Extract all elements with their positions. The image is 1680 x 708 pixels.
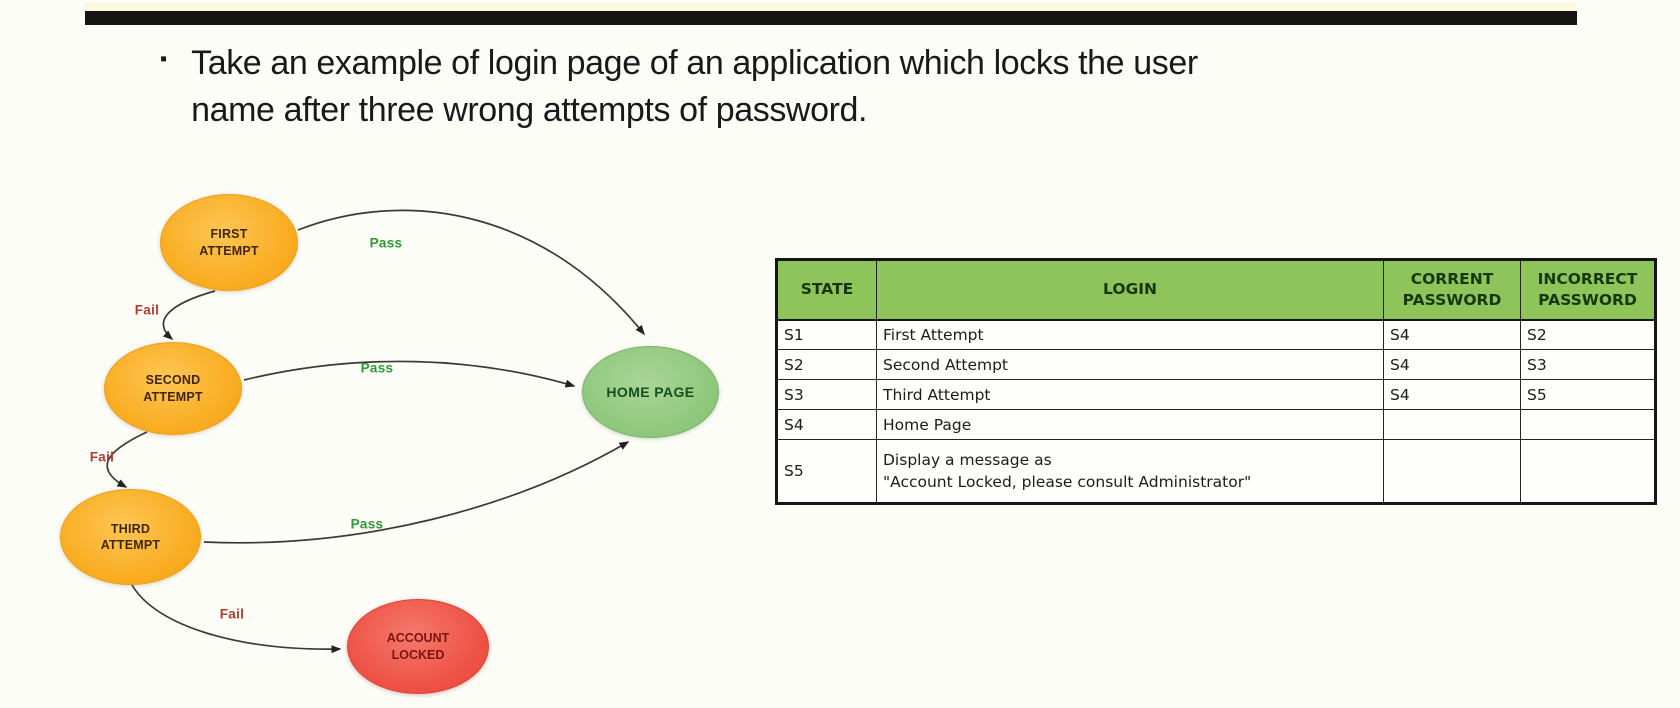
state-node-third-attempt: THIRD ATTEMPT [60, 489, 201, 585]
edge-label-fail-second: Fail [89, 449, 115, 465]
cell-correct-s2: S4 [1383, 349, 1521, 380]
s5-message-line1: Display a message as [883, 450, 1052, 469]
table-header-row: STATE LOGIN CORRENT PASSWORD INCORRECT P… [776, 259, 1656, 321]
edge-label-pass-second: Pass [360, 360, 394, 376]
header-login: LOGIN [876, 259, 1384, 321]
top-dark-bar [85, 11, 1577, 25]
state-node-first-attempt: FIRST ATTEMPT [160, 194, 298, 291]
header-state: STATE [776, 259, 877, 321]
cell-state-s2: S2 [776, 349, 877, 380]
cell-state-s5: S5 [776, 439, 877, 504]
edge-label-fail-first: Fail [134, 302, 160, 318]
cell-correct-s5 [1383, 439, 1521, 504]
cell-correct-s4 [1383, 409, 1521, 440]
cell-state-s1: S1 [776, 319, 877, 350]
cell-incorrect-s4 [1520, 409, 1656, 440]
slide-title: Take an example of login page of an appl… [191, 44, 1198, 129]
state-node-second-attempt: SECOND ATTEMPT [104, 342, 242, 435]
cell-correct-s1: S4 [1383, 319, 1521, 350]
cell-state-s3: S3 [776, 379, 877, 410]
cell-login-s5: Display a message as "Account Locked, pl… [876, 439, 1384, 504]
table-row-s5: S5 Display a message as "Account Locked,… [776, 439, 1656, 504]
table-row-s3: S3 Third Attempt S4 S5 [776, 379, 1656, 410]
cell-login-s1: First Attempt [876, 319, 1384, 350]
slide-title-block: ▪ Take an example of login page of an ap… [160, 40, 1560, 134]
top-cream-strip [85, 2, 1577, 11]
header-correct-password: CORRENT PASSWORD [1383, 259, 1521, 321]
cell-login-s3: Third Attempt [876, 379, 1384, 410]
arrow-first-to-home-pass [297, 209, 645, 336]
edge-label-pass-third: Pass [350, 516, 384, 532]
state-node-home-page: HOME PAGE [582, 346, 719, 438]
header-incorrect-password: INCORRECT PASSWORD [1520, 259, 1656, 321]
edge-label-pass-first: Pass [369, 235, 403, 251]
state-node-account-locked: ACCOUNT LOCKED [347, 599, 489, 694]
state-transition-table: STATE LOGIN CORRENT PASSWORD INCORRECT P… [775, 258, 1657, 505]
cell-incorrect-s3: S5 [1520, 379, 1656, 410]
cell-correct-s3: S4 [1383, 379, 1521, 410]
table-row-s2: S2 Second Attempt S4 S3 [776, 349, 1656, 380]
arrow-first-to-second-fail [162, 290, 216, 340]
table-row-s1: S1 First Attempt S4 S2 [776, 319, 1656, 350]
arrow-second-to-home-pass [243, 360, 576, 388]
bullet-icon: ▪ [160, 48, 168, 70]
cell-login-s4: Home Page [876, 409, 1384, 440]
cell-login-s2: Second Attempt [876, 349, 1384, 380]
cell-state-s4: S4 [776, 409, 877, 440]
edge-label-fail-third: Fail [219, 606, 245, 622]
arrow-third-to-home-pass [203, 441, 630, 544]
cell-incorrect-s1: S2 [1520, 319, 1656, 350]
cell-incorrect-s5 [1520, 439, 1656, 504]
table-row-s4: S4 Home Page [776, 409, 1656, 440]
s5-message-line2: "Account Locked, please consult Administ… [883, 473, 1252, 491]
cell-incorrect-s2: S3 [1520, 349, 1656, 380]
